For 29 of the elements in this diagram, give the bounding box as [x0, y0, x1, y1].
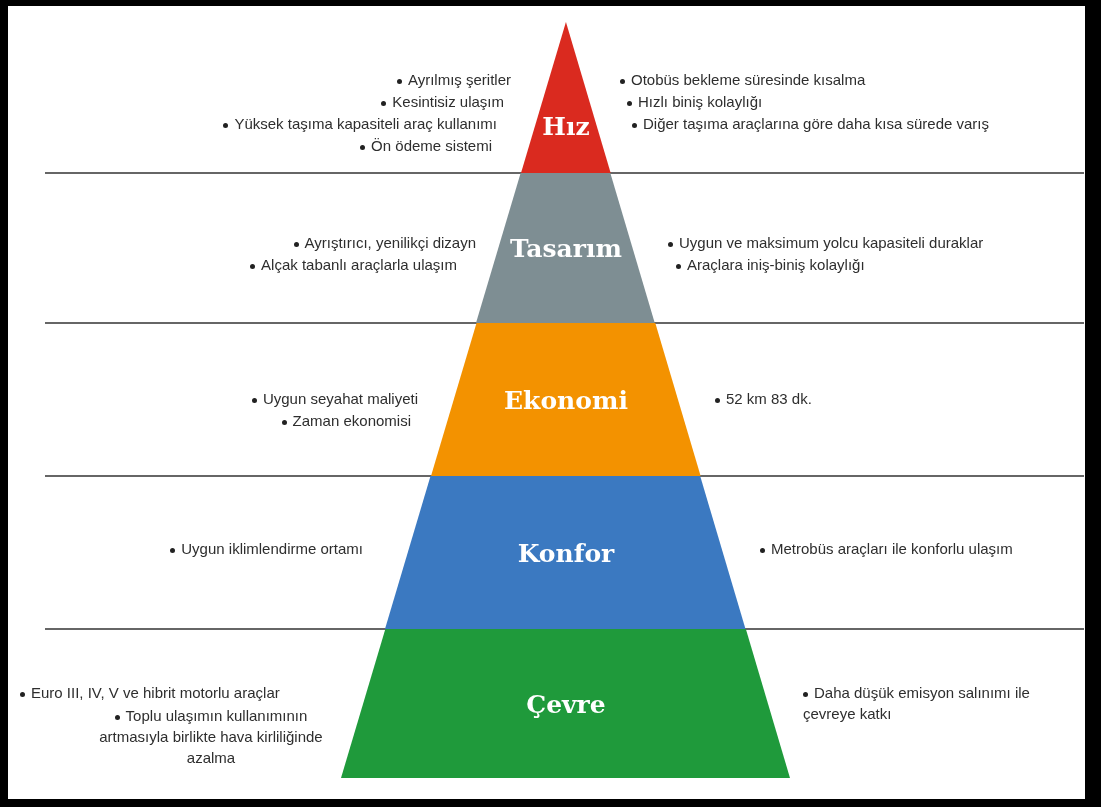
pyramid-layer [521, 22, 611, 173]
pyramid-layer [430, 323, 701, 476]
bullet-text: Otobüs bekleme süresinde kısalma [620, 69, 866, 90]
bullet-text: Diğer taşıma araçlarına göre daha kısa sürede varış [632, 113, 989, 134]
layer-title: Tasarım [510, 233, 622, 263]
bullet-text: 52 km 83 dk. [715, 388, 812, 409]
bullet-text: Toplu ulaşımın kullanımının artmasıyla birlikte hava kirliliğinde azalma [80, 705, 342, 768]
bullet-text: Yüksek taşıma kapasiteli araç kullanımı [223, 113, 497, 134]
layer-title: Çevre [526, 689, 606, 718]
pyramid-layer [341, 629, 790, 778]
bullet-text: Ön ödeme sistemi [360, 135, 492, 156]
bullet-text: Ayrılmış şeritler [396, 69, 511, 90]
pyramid-layer [385, 476, 746, 629]
bullet-text: Euro III, IV, V ve hibrit motorlu araçlar [20, 682, 280, 703]
bullet-text: Alçak tabanlı araçlarla ulaşım [250, 254, 457, 275]
bullet-text: Araçlara iniş-biniş kolaylığı [676, 254, 865, 275]
bullet-text: Uygun ve maksimum yolcu kapasiteli duraklar [668, 232, 984, 253]
bullet-text: Metrobüs araçları ile konforlu ulaşım [760, 538, 1013, 559]
bullet-text: Uygun iklimlendirme ortamı [170, 538, 363, 559]
layer-title: Hız [542, 111, 590, 140]
layer-title: Konfor [517, 538, 615, 567]
pyramid-layer [476, 173, 656, 323]
bullet-text: Hızlı biniş kolaylığı [627, 91, 763, 112]
bullet-text: Uygun seyahat maliyeti [251, 388, 418, 409]
bullet-text: Kesintisiz ulaşım [381, 91, 504, 112]
bullet-text: Zaman ekonomisi [281, 410, 411, 431]
layer-title: Ekonomi [504, 385, 628, 414]
bullet-text: Ayrıştırıcı, yenilikçi dizayn [293, 232, 476, 253]
bullet-text: Daha düşük emisyon salınımı ile çevreye katkı [803, 682, 1075, 724]
